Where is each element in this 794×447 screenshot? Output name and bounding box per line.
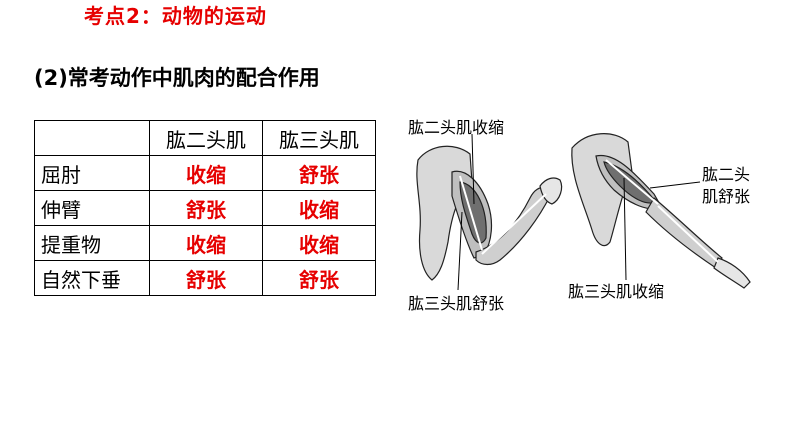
action-cell: 屈肘: [34, 155, 150, 191]
arm-muscle-figure: 肱二头肌收缩 肱三头肌舒张 肱二头 肌舒张 肱三头肌收缩: [400, 112, 780, 313]
action-cell: 伸臂: [34, 190, 150, 226]
label-triceps-contract: 肱三头肌收缩: [568, 282, 665, 301]
leader-line-biceps-relax: [649, 181, 701, 189]
section-heading: (2)常考动作中肌肉的配合作用: [34, 66, 320, 90]
biceps-cell: 舒张: [149, 190, 263, 226]
flexed-arm-drawing: [416, 145, 563, 281]
header-biceps: 肱二头肌: [149, 120, 263, 156]
biceps-cell: 舒张: [149, 260, 263, 296]
table-header-row: 肱二头肌 肱三头肌: [34, 120, 376, 156]
muscle-table: 肱二头肌 肱三头肌 屈肘 收缩 舒张 伸臂 舒张 收缩 提重物 收缩 收缩 自然…: [34, 120, 376, 296]
triceps-cell: 收缩: [262, 190, 376, 226]
triceps-cell: 舒张: [262, 155, 376, 191]
biceps-cell: 收缩: [149, 155, 263, 191]
triceps-cell: 收缩: [262, 225, 376, 261]
header-triceps: 肱三头肌: [262, 120, 376, 156]
extended-arm-drawing: [571, 133, 751, 289]
header-empty: [34, 120, 150, 156]
arm-illustration: [416, 133, 751, 291]
action-cell: 自然下垂: [34, 260, 150, 296]
label-biceps-relax-line1: 肱二头: [702, 165, 751, 184]
table-row: 提重物 收缩 收缩: [34, 225, 376, 261]
label-triceps-relax: 肱三头肌舒张: [408, 294, 505, 313]
table-row: 伸臂 舒张 收缩: [34, 190, 376, 226]
label-biceps-relax: 肱二头 肌舒张: [702, 164, 750, 208]
action-cell: 提重物: [34, 225, 150, 261]
slide-title: 考点2：动物的运动: [84, 4, 267, 28]
biceps-cell: 收缩: [149, 225, 263, 261]
table-row: 屈肘 收缩 舒张: [34, 155, 376, 191]
leader-line-biceps-contract: [471, 133, 475, 205]
table-row: 自然下垂 舒张 舒张: [34, 260, 376, 296]
leader-line-triceps-contract: [623, 177, 627, 281]
triceps-cell: 舒张: [262, 260, 376, 296]
label-biceps-contract: 肱二头肌收缩: [408, 118, 505, 137]
leader-line-triceps-relax: [457, 211, 463, 291]
label-biceps-relax-line2: 肌舒张: [702, 187, 751, 206]
